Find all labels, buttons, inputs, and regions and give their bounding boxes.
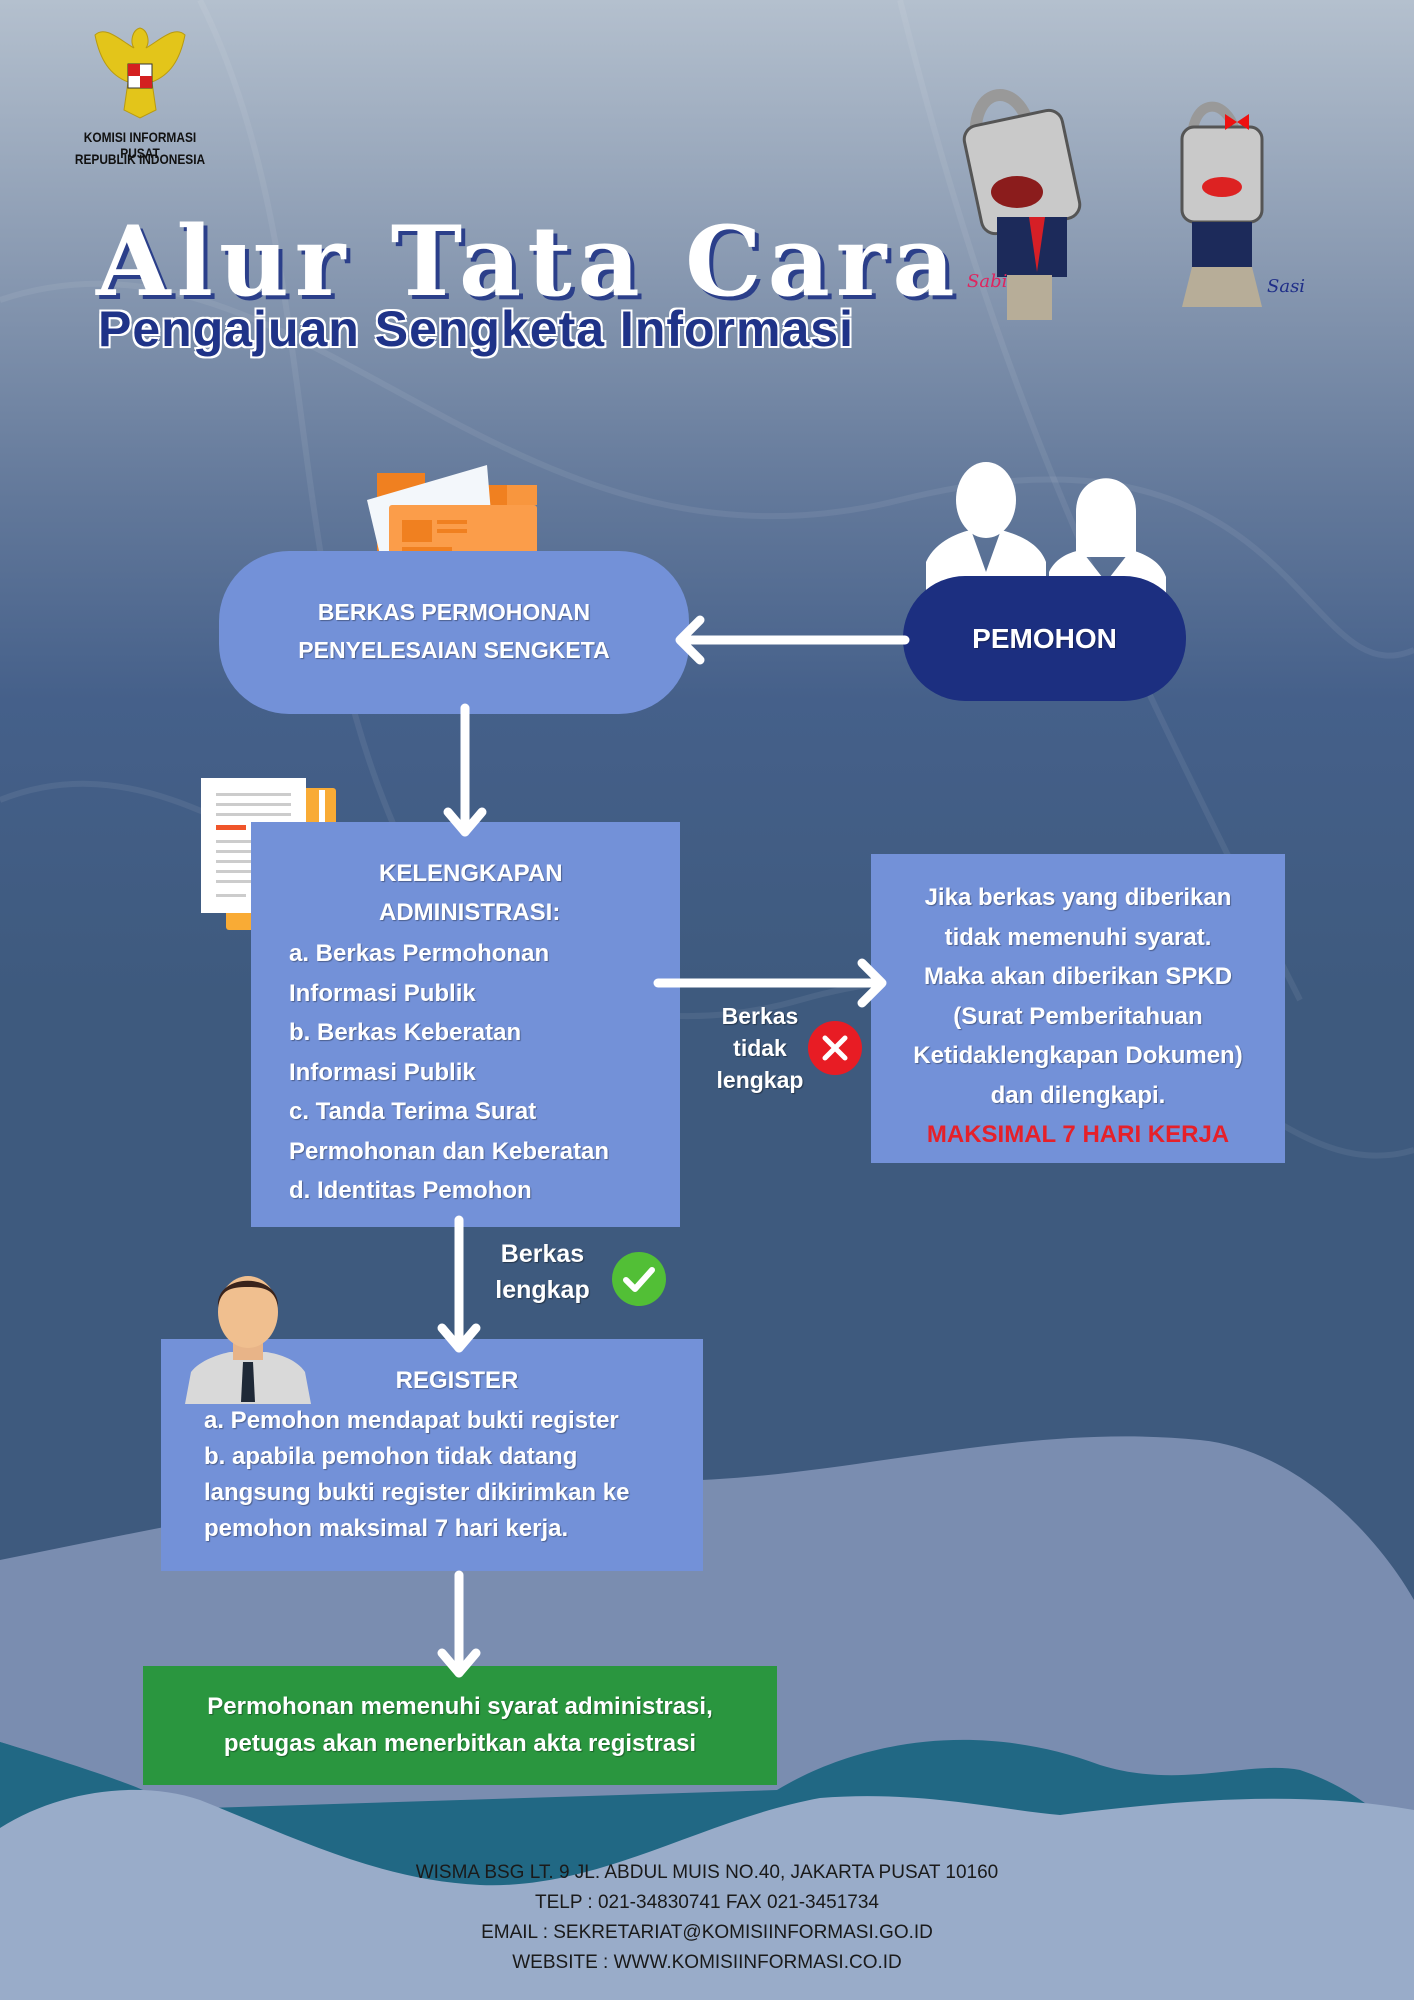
berkas-permohonan-node: BERKAS PERMOHONAN PENYELESAIAN SENGKETA (219, 551, 689, 714)
list-item: Permohonan dan Keberatan (289, 1137, 610, 1165)
cross-icon (808, 1021, 862, 1075)
org-name-line1: KOMISI INFORMASI PUSAT (83, 129, 197, 161)
kelengkapan-title2: ADMINISTRASI: (379, 899, 561, 926)
list-item: langsung bukti register dikirimkan ke (204, 1479, 630, 1506)
spkd-line: dan dilengkapi. (990, 1081, 1166, 1109)
mascot-name-sasi: Sasi (1267, 276, 1305, 297)
list-item: d. Identitas Pemohon (289, 1177, 532, 1204)
list-item: a. Berkas Permohonan (289, 940, 550, 967)
footer-address: WISMA BSG LT. 9 JL. ABDUL MUIS NO.40, JA… (415, 1862, 999, 1883)
spkd-line: tidak memenuhi syarat. (944, 923, 1212, 951)
wave-bottom (0, 1789, 1414, 2000)
pemohon-node: PEMOHON (903, 576, 1186, 701)
result-node: Permohonan memenuhi syarat administrasi,… (143, 1666, 777, 1785)
berkas-line1: BERKAS PERMOHONAN (317, 599, 591, 625)
footer-phone: TELP : 021-34830741 FAX 021-3451734 (534, 1892, 880, 1913)
footer-website: WEBSITE : WWW.KOMISIINFORMASI.CO.ID (512, 1952, 902, 1973)
footer-email: EMAIL : SEKRETARIAT@KOMISIINFORMASI.GO.I… (481, 1922, 933, 1943)
officer-avatar-icon (185, 1276, 311, 1404)
spkd-line: Jika berkas yang diberikan (924, 884, 1232, 911)
mascot-sabi (962, 89, 1082, 320)
list-item: Informasi Publik (289, 1058, 476, 1086)
register-node: REGISTER a. Pemohon mendapat bukti regis… (161, 1339, 703, 1571)
lengkap-line1: Berkas (500, 1240, 585, 1268)
org-name-line2: REPUBLIK INDONESIA (74, 151, 206, 167)
tidak-lengkap-line3: lengkap (716, 1067, 804, 1093)
list-item: pemohon maksimal 7 hari kerja. (204, 1515, 569, 1542)
result-line2: petugas akan menerbitkan akta registrasi (223, 1730, 697, 1757)
list-item: Informasi Publik (289, 979, 476, 1007)
check-icon (612, 1252, 666, 1306)
list-item: c. Tanda Terima Surat (289, 1098, 537, 1125)
mascots-illustration: Sabi Sasi (962, 89, 1305, 320)
mascot-sasi (1180, 101, 1264, 307)
list-item: a. Pemohon mendapat bukti register (204, 1407, 619, 1434)
tidak-lengkap-label: Berkas tidak lengkap (710, 1000, 810, 1096)
result-line1: Permohonan memenuhi syarat administrasi, (207, 1693, 713, 1720)
footer-contact: WISMA BSG LT. 9 JL. ABDUL MUIS NO.40, JA… (0, 1858, 1414, 1978)
tidak-lengkap-line2: tidak (733, 1035, 787, 1061)
list-item: b. Berkas Keberatan (289, 1019, 522, 1046)
spkd-line: Ketidaklengkapan Dokumen) (913, 1042, 1243, 1069)
mascot-name-sabi: Sabi (967, 271, 1007, 292)
register-list: a. Pemohon mendapat bukti register b. ap… (204, 1403, 629, 1547)
page-subtitle: Pengajuan Sengketa Informasi (98, 301, 854, 357)
page-title: Alur Tata Cara (96, 205, 961, 318)
garuda-emblem-icon (94, 27, 186, 119)
spkd-line: (Surat Pemberitahuan (953, 1002, 1203, 1030)
spkd-line: Maka akan diberikan SPKD (923, 963, 1233, 990)
register-title: REGISTER (395, 1367, 519, 1394)
requirements-list: a. Berkas Permohonan Informasi Publik b.… (289, 934, 609, 1211)
spkd-deadline: MAKSIMAL 7 HARI KERJA (926, 1121, 1230, 1148)
berkas-line2: PENYELESAIAN SENGKETA (298, 637, 610, 663)
lengkap-label: Berkas lengkap (480, 1236, 605, 1308)
tidak-lengkap-line1: Berkas (721, 1003, 799, 1029)
kelengkapan-administrasi-node: KELENGKAPAN ADMINISTRASI: a. Berkas Perm… (251, 822, 680, 1227)
list-item: b. apabila pemohon tidak datang (204, 1443, 578, 1470)
spkd-node: Jika berkas yang diberikan tidak memenuh… (871, 854, 1285, 1163)
lengkap-line2: lengkap (495, 1276, 590, 1304)
kelengkapan-title1: KELENGKAPAN (379, 860, 563, 887)
